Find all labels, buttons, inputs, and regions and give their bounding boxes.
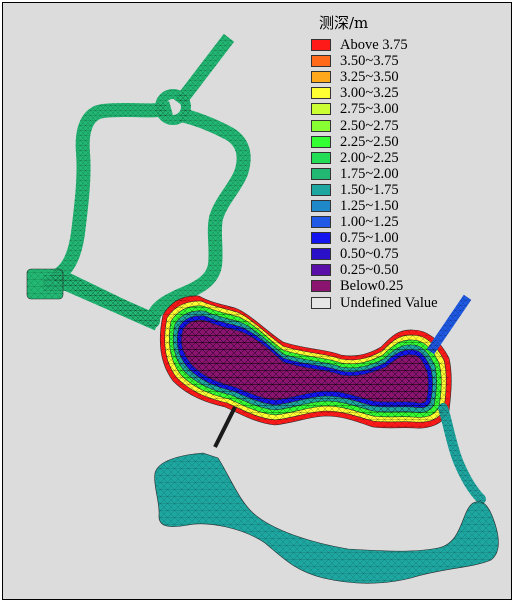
legend-swatch bbox=[311, 87, 331, 100]
legend-item: 0.25~0.50 bbox=[311, 262, 509, 278]
mesh-grid bbox=[27, 269, 63, 299]
legend-item: 3.25~3.50 bbox=[311, 69, 509, 85]
legend-label: 3.25~3.50 bbox=[340, 69, 399, 86]
legend-item: 1.75~2.00 bbox=[311, 166, 509, 182]
legend-item: 0.75~1.00 bbox=[311, 230, 509, 246]
legend-label: 1.00~1.25 bbox=[340, 214, 399, 231]
mesh-grid bbox=[51, 101, 251, 328]
legend-swatch bbox=[311, 151, 331, 164]
legend-label: 1.25~1.50 bbox=[340, 197, 399, 214]
legend-label: 2.50~2.75 bbox=[340, 117, 399, 134]
legend-swatch bbox=[311, 55, 331, 68]
legend-title: 测深/m bbox=[319, 14, 369, 32]
legend-item: 2.50~2.75 bbox=[311, 117, 509, 134]
legend-swatch bbox=[311, 103, 331, 116]
legend-item: 0.50~0.75 bbox=[311, 246, 509, 262]
legend-swatch bbox=[311, 280, 331, 293]
mesh-grid bbox=[154, 453, 499, 584]
legend-swatch bbox=[311, 119, 331, 132]
legend-label: 1.50~1.75 bbox=[340, 181, 399, 198]
bathymetry-map bbox=[26, 33, 499, 584]
legend-label: 0.75~1.00 bbox=[340, 230, 399, 247]
legend-item: 3.50~3.75 bbox=[311, 53, 509, 69]
legend-swatch bbox=[311, 39, 331, 52]
lake-link-channel bbox=[213, 406, 237, 448]
legend-label: 3.00~3.25 bbox=[340, 85, 399, 102]
legend-swatch bbox=[311, 167, 331, 180]
legend-item: 2.00~2.25 bbox=[311, 150, 509, 166]
legend-label: 2.25~2.50 bbox=[340, 133, 399, 150]
legend-item: Undefined Value bbox=[311, 295, 509, 311]
legend-label: 2.75~3.00 bbox=[340, 101, 399, 118]
mesh-grid bbox=[181, 320, 429, 403]
legend-swatch bbox=[311, 71, 331, 84]
mesh-grid bbox=[155, 89, 191, 125]
legend-swatch bbox=[311, 183, 331, 196]
legend-item: Below0.25 bbox=[311, 278, 509, 294]
legend-swatch bbox=[311, 199, 331, 212]
legend-swatch bbox=[311, 135, 331, 148]
mesh-overlay bbox=[27, 33, 499, 584]
legend-swatch bbox=[311, 296, 331, 309]
legend-item: 2.75~3.00 bbox=[311, 101, 509, 117]
mesh-grid bbox=[173, 33, 235, 108]
legend-label: Below0.25 bbox=[340, 278, 404, 295]
mesh-grid bbox=[426, 294, 472, 355]
legend-item: Above 3.75 bbox=[311, 37, 509, 53]
legend-swatch bbox=[311, 248, 331, 261]
legend-item: 3.00~3.25 bbox=[311, 85, 509, 101]
legend-label: 1.75~2.00 bbox=[340, 165, 399, 182]
legend-item: 1.00~1.25 bbox=[311, 214, 509, 230]
legend-swatch bbox=[311, 232, 331, 245]
legend-item: 2.25~2.50 bbox=[311, 134, 509, 150]
legend-label: 0.50~0.75 bbox=[340, 246, 399, 263]
legend-swatch bbox=[311, 264, 331, 277]
mesh-grid bbox=[438, 403, 486, 504]
legend-item: 1.50~1.75 bbox=[311, 182, 509, 198]
legend-label: 2.00~2.25 bbox=[340, 149, 399, 166]
legend-label: 3.50~3.75 bbox=[340, 53, 399, 70]
legend-label: Above 3.75 bbox=[340, 37, 408, 54]
legend-label: Undefined Value bbox=[340, 294, 438, 311]
legend-item: 1.25~1.50 bbox=[311, 198, 509, 214]
legend-swatch bbox=[311, 216, 331, 229]
legend-label: 0.25~0.50 bbox=[340, 262, 399, 279]
